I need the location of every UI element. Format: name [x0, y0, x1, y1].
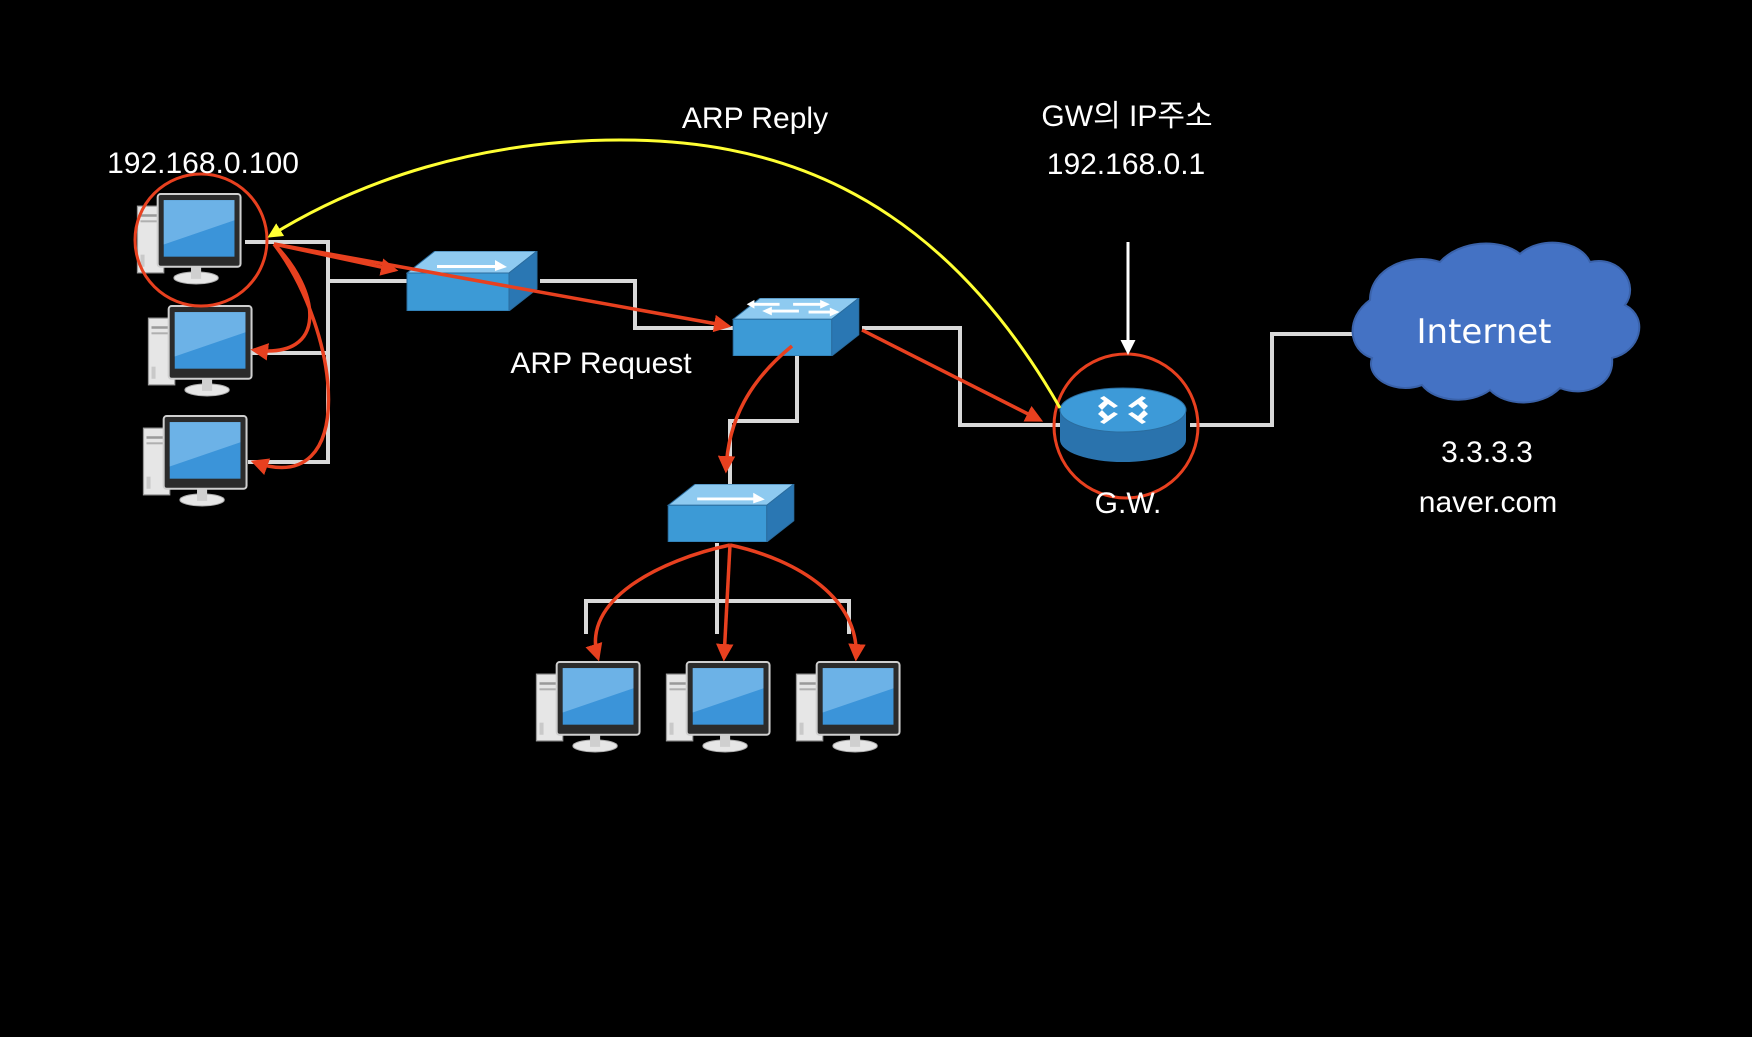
arp-request-arrow-5 — [861, 328, 1044, 422]
arp-reply-arrow — [267, 138, 1062, 409]
cloud-icon — [1351, 241, 1641, 404]
router-icon — [1059, 387, 1187, 463]
computer-icon-5 — [665, 661, 771, 753]
computer-icon-1 — [136, 193, 242, 285]
switch-icon-3 — [667, 484, 795, 542]
arp-request-arrow-2 — [273, 242, 732, 333]
switch-icon-2 — [732, 298, 860, 356]
computer-icon-4 — [535, 661, 641, 753]
arp-reply-label: ARP Reply — [681, 102, 829, 135]
network-cable-6 — [862, 326, 1063, 427]
host-ip-label: 192.168.0.100 — [107, 147, 299, 180]
host-highlight-circle — [133, 172, 269, 308]
network-cable-4 — [540, 279, 734, 330]
internet-domain-label: naver.com — [1418, 486, 1558, 519]
computer-icon-6 — [795, 661, 901, 753]
arp-request-arrow-3 — [250, 242, 312, 361]
internet-ip-label: 3.3.3.3 — [1441, 436, 1533, 469]
arp-request-arrow-4 — [250, 242, 331, 475]
arp-request-label: ARP Request — [510, 347, 692, 380]
gw-name-label: G.W. — [1094, 487, 1162, 520]
computer-icon-3 — [142, 415, 248, 507]
arp-request-arrow-9 — [729, 543, 866, 662]
arp-request-arrow-7 — [585, 543, 731, 662]
internet-label: Internet — [1416, 312, 1552, 352]
gw-ip-caption: GW의 IP주소 — [1041, 100, 1213, 133]
gw-ip-label: 192.168.0.1 — [1046, 148, 1206, 181]
arp-request-arrow-6 — [717, 344, 794, 474]
computer-icon-2 — [147, 305, 253, 397]
arp-request-arrow-8 — [716, 544, 734, 662]
network-cable-7 — [1190, 332, 1358, 427]
network-cable-5 — [728, 352, 799, 488]
